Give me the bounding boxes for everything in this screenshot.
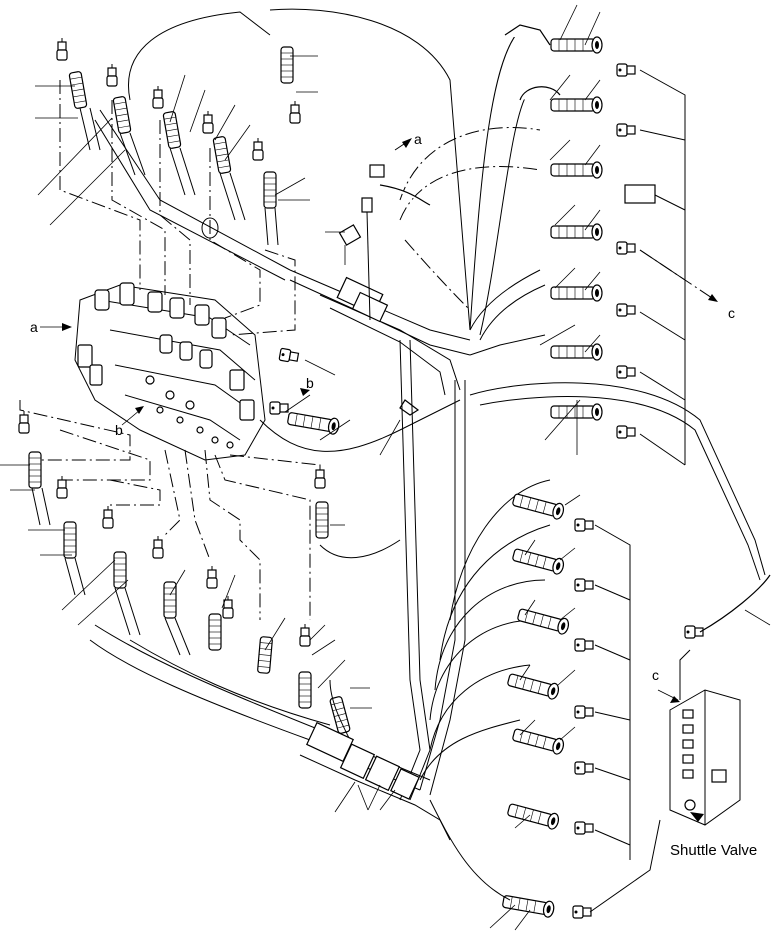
bottom-bundle [89,624,511,901]
label-a-left: a [30,319,38,335]
label-a-top: a [414,131,422,147]
label-shuttle-valve: Shuttle Valve [670,842,757,859]
upper-left-hoses [56,11,301,281]
label-b-mid: b [306,375,314,391]
leader-lines-upper-left [35,55,318,226]
label-c-right: c [728,305,735,321]
lower-left-hoses [0,410,372,741]
bottom-right-hoses [489,490,661,931]
right-hose-bundle [269,8,561,396]
middle-connectors [259,138,461,559]
control-valve-block [74,282,266,461]
shuttle-valve [657,574,771,826]
label-b-left: b [115,422,123,438]
top-right-hoses [539,4,686,466]
label-c-valve: c [652,667,659,683]
dash-dot-routes [19,80,321,620]
arrow-to-c [639,249,718,302]
